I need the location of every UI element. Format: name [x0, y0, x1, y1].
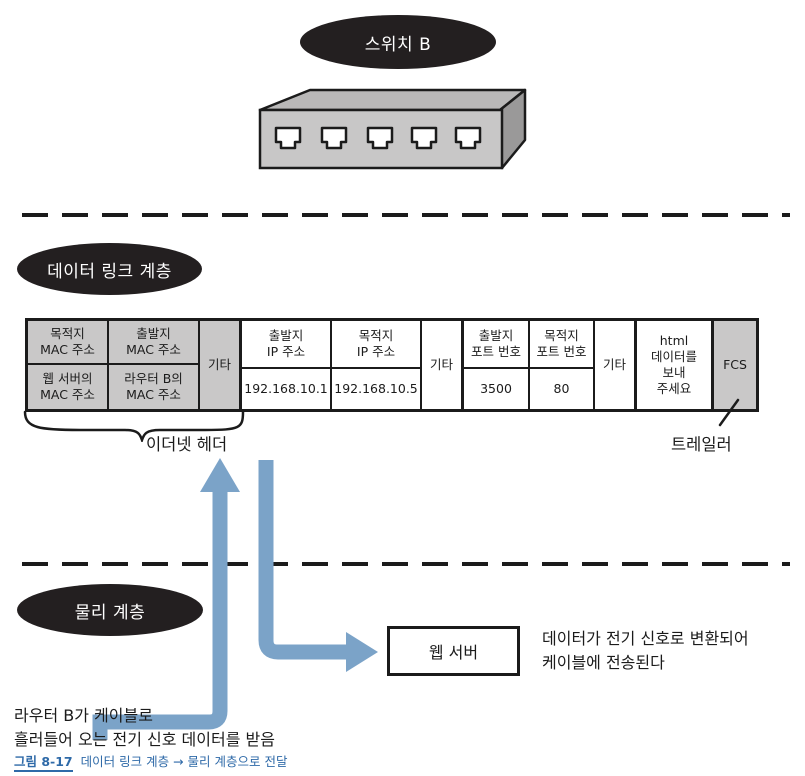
fcs-cell: FCS: [714, 321, 756, 409]
web-server-note: 데이터가 전기 신호로 변환되어 케이블에 전송된다: [542, 629, 749, 672]
eth-src-mac-header: 출발지 MAC 주소: [109, 321, 200, 365]
port-dst-value: 80: [530, 369, 595, 409]
arrow-up-head: [200, 458, 240, 492]
eth-src-mac-value: 라우터 B의 MAC 주소: [109, 365, 200, 409]
ip-dst-header: 목적지 IP 주소: [332, 321, 422, 369]
data-link-layer-pill: 데이터 링크 계층: [17, 243, 202, 295]
router-note: 라우터 B가 케이블로 흘러들어 오는 전기 신호 데이터를 받음: [14, 706, 275, 749]
physical-layer-label: 물리 계층: [74, 602, 146, 623]
trailer-label: 트레일러: [671, 435, 732, 454]
switch-illustration: [258, 88, 527, 170]
eth-etc-cell: 기타: [200, 321, 242, 409]
port-icon: [274, 126, 302, 150]
eth-dst-mac-header: 목적지 MAC 주소: [28, 321, 109, 365]
separator-bottom: [22, 562, 790, 566]
web-server-label: 웹 서버: [428, 643, 479, 662]
arrow-right-head: [346, 632, 378, 672]
port-src-header: 출발지 포트 번호: [464, 321, 530, 369]
port-dst-header: 목적지 포트 번호: [530, 321, 595, 369]
figure-number: 그림 8-17: [14, 754, 73, 772]
data-link-layer-label: 데이터 링크 계층: [47, 261, 172, 282]
ethernet-header-label: 이더넷 헤더: [146, 435, 228, 454]
payload-cell: html 데이터를 보내 주세요: [637, 321, 714, 409]
port-icon: [454, 126, 482, 150]
ip-src-header: 출발지 IP 주소: [242, 321, 332, 369]
switch-label: 스위치 B: [364, 34, 432, 55]
ip-src-value: 192.168.10.1: [242, 369, 332, 409]
figure-caption: 그림 8-17 데이터 링크 계층 → 물리 계층으로 전달: [14, 751, 288, 772]
port-icon: [410, 126, 438, 150]
port-icon: [320, 126, 348, 150]
port-icon: [366, 126, 394, 150]
ethernet-header-brace: [23, 410, 245, 442]
physical-layer-pill: 물리 계층: [17, 584, 203, 636]
ip-etc-cell: 기타: [422, 321, 464, 409]
separator-top: [22, 213, 790, 217]
eth-dst-mac-value: 웹 서버의 MAC 주소: [28, 365, 109, 409]
port-src-value: 3500: [464, 369, 530, 409]
port-etc-cell: 기타: [595, 321, 637, 409]
trailer-pointer: [718, 398, 740, 427]
figure-caption-text: 데이터 링크 계층 → 물리 계층으로 전달: [80, 754, 288, 769]
web-server-box: 웹 서버: [387, 626, 520, 676]
ip-dst-value: 192.168.10.5: [332, 369, 422, 409]
switch-label-pill: 스위치 B: [300, 15, 496, 69]
